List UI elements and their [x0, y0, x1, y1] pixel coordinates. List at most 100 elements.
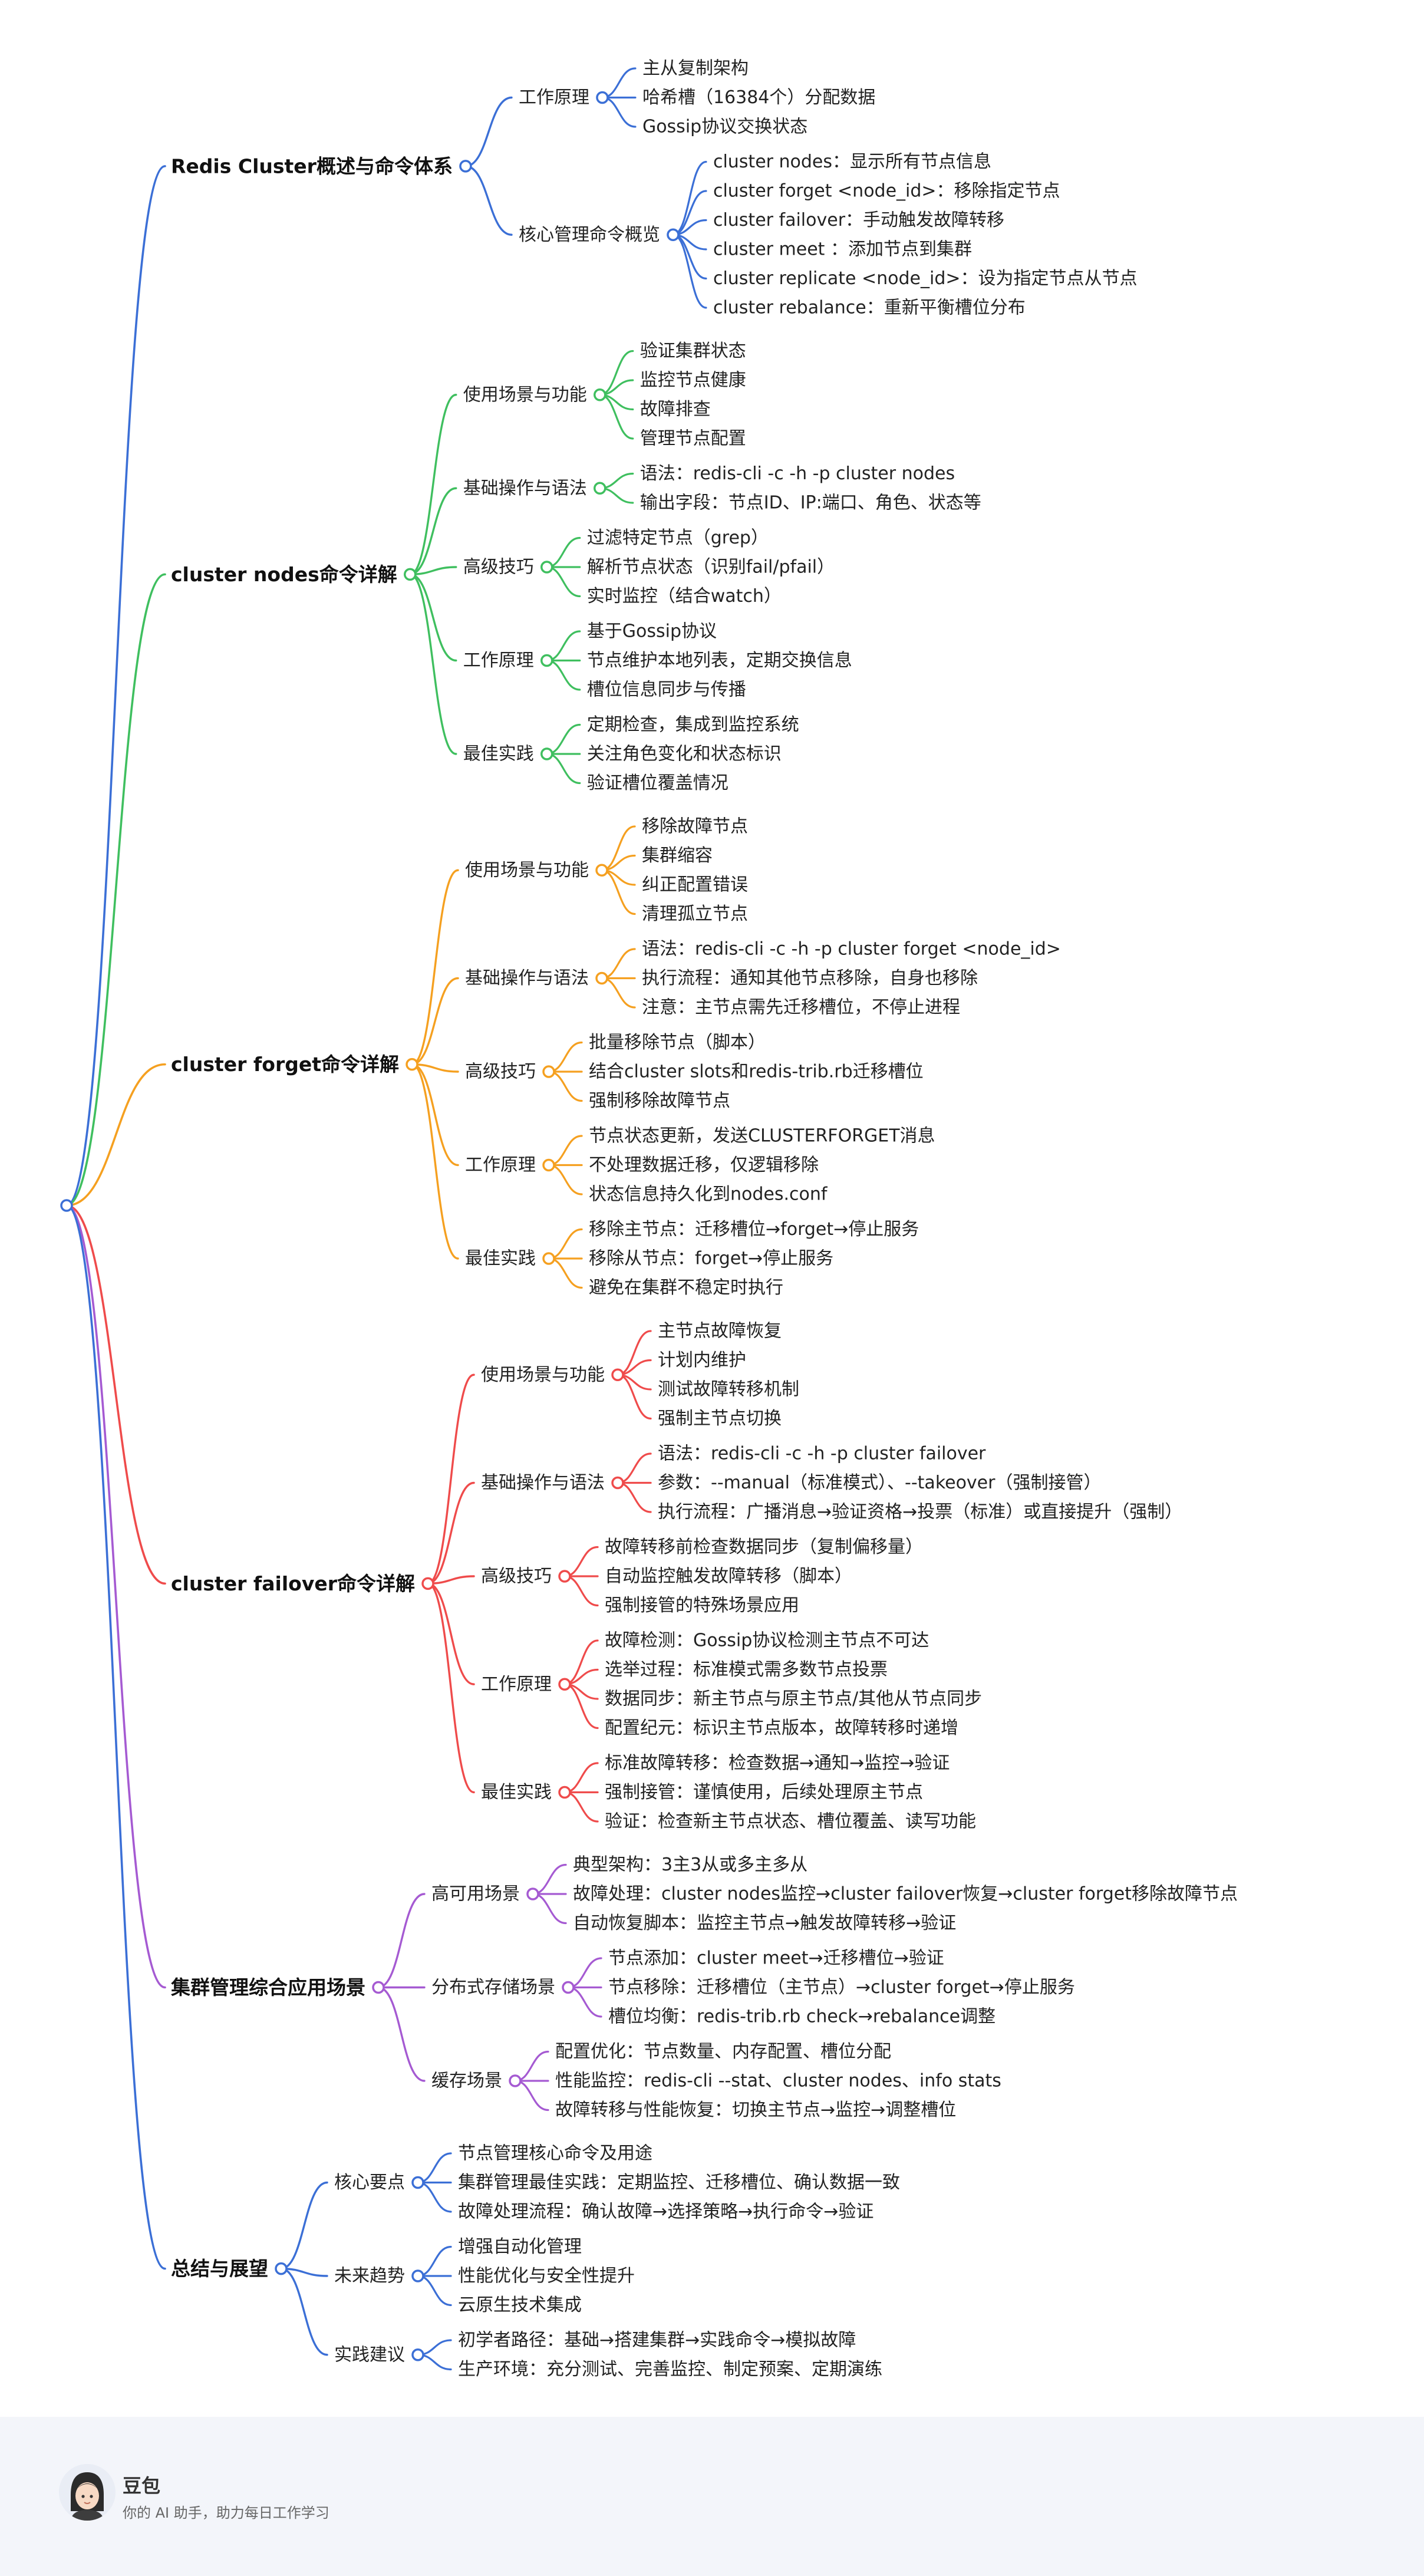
topic-label: cluster nodes命令详解	[171, 563, 397, 586]
branch-label: 基础操作与语法	[481, 1473, 605, 1493]
branch-label: 使用场景与功能	[463, 384, 587, 405]
leaf-label: 性能优化与安全性提升	[458, 2266, 635, 2287]
leaf-label: 节点添加：cluster meet→迁移槽位→验证	[608, 1948, 944, 1969]
leaf-label: 主从复制架构	[642, 58, 749, 79]
brand-name: 豆包	[123, 2475, 161, 2497]
branch-node-dot	[558, 1570, 571, 1583]
leaf-label: 自动监控触发故障转移（脚本）	[605, 1566, 852, 1587]
leaf-label: 选举过程：标准模式需多数节点投票	[605, 1659, 888, 1680]
branch-node-dot	[526, 1887, 539, 1900]
leaf-label: 执行流程：通知其他节点移除，自身也移除	[642, 968, 978, 989]
leaf-label: 输出字段：节点ID、IP:端口、角色、状态等	[640, 493, 981, 513]
branch-node-dot	[595, 864, 608, 877]
leaf-label: 验证集群状态	[640, 341, 746, 361]
mindmap-diagram: 主从复制架构哈希槽（16384个）分配数据Gossip协议交换状态工作原理clu…	[60, 58, 1238, 2380]
branch-label: 高级技巧	[481, 1566, 552, 1587]
assistant-avatar-icon	[59, 2464, 116, 2521]
branch-label: 高可用场景	[431, 1884, 520, 1905]
root-node-dot	[60, 1199, 73, 1212]
branch-label: 最佳实践	[465, 1249, 536, 1269]
leaf-label: cluster nodes：显示所有节点信息	[713, 151, 991, 172]
topic-label: 集群管理综合应用场景	[170, 1976, 365, 1999]
leaf-label: 故障处理流程：确认故障→选择策略→执行命令→验证	[458, 2202, 873, 2222]
branch-node-dot	[411, 2348, 424, 2361]
branch-node-dot	[542, 1065, 555, 1078]
branch-label: 核心管理命令概览	[519, 225, 660, 245]
leaf-label: 移除从节点：forget→停止服务	[589, 1249, 833, 1269]
leaf-label: 实时监控（结合watch）	[587, 586, 782, 607]
leaf-label: 验证：检查新主节点状态、槽位覆盖、读写功能	[605, 1811, 976, 1832]
branch-node-dot	[411, 2176, 424, 2189]
leaf-label: 初学者路径：基础→搭建集群→实践命令→模拟故障	[458, 2330, 856, 2351]
branch-node-dot	[558, 1678, 571, 1691]
leaf-label: 定期检查，集成到监控系统	[587, 714, 799, 735]
leaf-label: 基于Gossip协议	[587, 621, 717, 642]
footer-bar	[0, 2417, 1424, 2576]
branch-label: 使用场景与功能	[465, 860, 589, 881]
leaf-label: 强制主节点切换	[658, 1408, 782, 1429]
leaf-label: 验证槽位覆盖情况	[587, 773, 729, 793]
leaf-label: 云原生技术集成	[458, 2295, 582, 2315]
leaf-label: 清理孤立节点	[642, 904, 748, 924]
branch-node-dot	[542, 1252, 555, 1265]
leaf-label: 执行流程：广播消息→验证资格→投票（标准）或直接提升（强制）	[658, 1502, 1182, 1523]
leaf-label: 节点管理核心命令及用途	[458, 2143, 652, 2164]
leaf-label: 强制接管：谨慎使用，后续处理原主节点	[605, 1782, 923, 1803]
branch-label: 高级技巧	[465, 1062, 536, 1082]
branch-node-dot	[594, 482, 606, 495]
topic-node-dot	[372, 1981, 385, 1994]
branch-label: 工作原理	[519, 87, 589, 108]
topic-node-dot	[404, 568, 417, 581]
branch-label: 核心要点	[334, 2172, 405, 2193]
branch-node-dot	[509, 2074, 522, 2087]
leaf-label: cluster replicate <node_id>：设为指定节点从节点	[713, 268, 1138, 289]
leaf-label: 主节点故障恢复	[658, 1321, 782, 1342]
topic-node-dot	[275, 2262, 288, 2275]
topic-label: cluster forget命令详解	[171, 1053, 399, 1076]
branch-label: 工作原理	[463, 650, 534, 671]
topic-label: cluster failover命令详解	[171, 1572, 415, 1595]
leaf-label: 强制接管的特殊场景应用	[605, 1595, 799, 1616]
branch-label: 工作原理	[481, 1674, 552, 1695]
branch-node-dot	[594, 388, 606, 401]
leaf-label: 生产环境：充分测试、完善监控、制定预案、定期演练	[458, 2359, 882, 2380]
branch-node-dot	[540, 747, 553, 760]
leaf-label: 参数：--manual（标准模式）、--takeover（强制接管）	[658, 1473, 1101, 1493]
leaf-label: 语法：redis-cli -c -h -p cluster nodes	[640, 463, 955, 484]
leaf-label: 故障排查	[640, 399, 711, 420]
leaf-label: 性能监控：redis-cli --stat、cluster nodes、info…	[555, 2071, 1001, 2091]
leaf-label: 节点状态更新，发送CLUSTERFORGET消息	[589, 1126, 935, 1147]
branch-node-dot	[542, 1158, 555, 1172]
leaf-label: cluster failover：手动触发故障转移	[713, 210, 1004, 230]
branch-label: 基础操作与语法	[463, 478, 587, 499]
leaf-label: 移除故障节点	[642, 816, 748, 837]
topic-label: Redis Cluster概述与命令体系	[171, 154, 453, 177]
leaf-label: 故障处理：cluster nodes监控→cluster failover恢复→…	[573, 1884, 1238, 1905]
branch-node-dot	[562, 1981, 575, 1994]
leaf-label: 集群管理最佳实践：定期监控、迁移槽位、确认数据一致	[458, 2172, 900, 2193]
leaf-label: 避免在集群不稳定时执行	[589, 1277, 783, 1298]
leaf-label: 槽位均衡：redis-trib.rb check→rebalance调整	[608, 2007, 996, 2027]
branch-label: 最佳实践	[463, 744, 534, 765]
leaf-label: 节点维护本地列表，定期交换信息	[587, 650, 852, 671]
leaf-label: 纠正配置错误	[642, 875, 748, 895]
branch-node-dot	[596, 91, 609, 104]
leaf-label: 监控节点健康	[640, 370, 746, 391]
branch-node-dot	[595, 971, 608, 985]
branch-node-dot	[411, 2269, 424, 2282]
topic-label: 总结与展望	[171, 2257, 268, 2280]
branch-label: 最佳实践	[481, 1782, 552, 1803]
leaf-label: 配置纪元：标识主节点版本，故障转移时递增	[605, 1718, 958, 1738]
topic-node-dot	[421, 1577, 434, 1590]
leaf-label: 语法：redis-cli -c -h -p cluster failover	[658, 1444, 986, 1464]
branch-label: 分布式存储场景	[431, 1977, 555, 1998]
leaf-label: 故障转移前检查数据同步（复制偏移量）	[605, 1537, 923, 1557]
leaf-label: 测试故障转移机制	[658, 1379, 799, 1400]
leaf-label: cluster meet ：添加节点到集群	[713, 239, 972, 260]
branch-label: 工作原理	[465, 1155, 536, 1175]
leaf-label: 典型架构：3主3从或多主多从	[573, 1854, 807, 1875]
branch-label: 缓存场景	[431, 2071, 502, 2091]
leaf-label: 结合cluster slots和redis-trib.rb迁移槽位	[589, 1062, 924, 1082]
branch-label: 未来趋势	[334, 2266, 405, 2287]
leaf-label: 增强自动化管理	[458, 2236, 582, 2257]
